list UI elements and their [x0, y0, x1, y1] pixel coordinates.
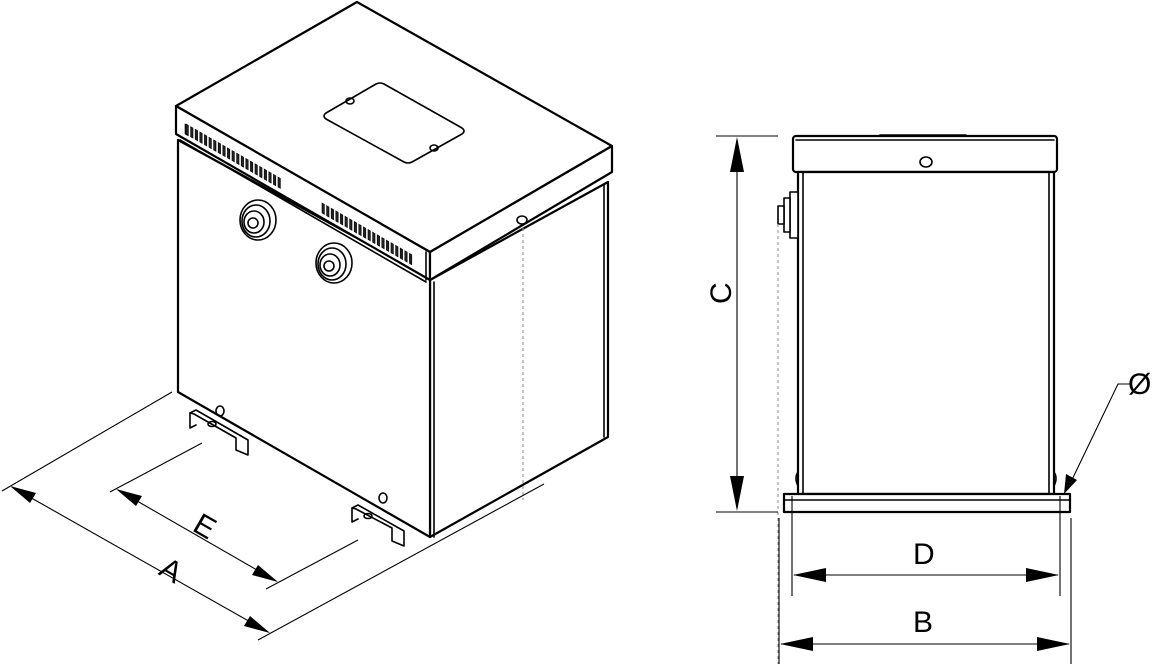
vent-slot [273, 173, 277, 187]
vent-slot [204, 134, 208, 147]
label-diameter: Ø [1128, 368, 1151, 401]
vent-slot [217, 142, 221, 155]
vent-slot [240, 155, 244, 168]
vent-slot [330, 207, 334, 221]
side-body [796, 170, 1056, 496]
vent-slot [263, 168, 267, 181]
cover-screw-icon [429, 144, 439, 152]
vent-slot [222, 144, 226, 158]
label-d: D [913, 538, 935, 571]
vent-slots-left-group [185, 123, 281, 189]
lid-right-skirt [428, 144, 614, 282]
vent-slot [409, 252, 413, 266]
vent-slot [199, 131, 203, 144]
dimension-line-a [11, 486, 269, 633]
arrow-icon [730, 137, 744, 172]
mounting-foot [189, 405, 249, 456]
extension-line [1, 391, 173, 492]
arrow-icon [244, 616, 270, 633]
arrow-icon [793, 568, 826, 582]
vent-slot [367, 228, 371, 242]
extension-line [109, 442, 203, 493]
arrow-icon [1064, 474, 1077, 494]
extension-line [257, 483, 545, 641]
arrow-icon [1037, 637, 1070, 651]
vent-slot [390, 242, 394, 255]
arrow-icon [10, 486, 36, 503]
bushing-icon [315, 242, 353, 284]
vent-slot [227, 147, 231, 160]
vent-slot [259, 165, 263, 179]
vent-slot [340, 213, 344, 226]
arrow-icon [1026, 568, 1059, 582]
leader-line-diameter [1067, 383, 1130, 489]
lid-lower-edge [179, 139, 427, 283]
lid-screw-icon [516, 215, 528, 225]
vent-slot [321, 202, 325, 215]
mounting-foot [351, 492, 405, 547]
vent-slot [363, 226, 367, 239]
vent-slot [349, 218, 353, 231]
vent-slot [194, 128, 198, 142]
base-plate [782, 492, 1072, 514]
vent-slot [213, 139, 217, 152]
vent-slot [376, 234, 380, 247]
dimension-line-e [117, 489, 277, 582]
vent-slot [245, 157, 249, 171]
vent-slot [250, 160, 254, 174]
vent-slot [381, 236, 385, 250]
arrow-icon [116, 489, 142, 506]
vent-slot [358, 223, 362, 237]
vent-slot [277, 176, 281, 189]
vent-slot [399, 247, 403, 260]
vent-slot [190, 126, 194, 139]
extension-line [265, 539, 359, 590]
vent-slot [404, 250, 408, 263]
vent-slot [335, 210, 339, 223]
vent-slot [372, 231, 376, 245]
vent-slot [353, 221, 357, 234]
arrow-icon [252, 565, 278, 582]
vent-slot [326, 205, 330, 218]
label-b: B [913, 606, 933, 639]
vent-slot [236, 152, 240, 166]
side-bushing-icon [777, 191, 799, 239]
vent-slot [386, 239, 390, 253]
vent-slot [268, 171, 272, 184]
arrow-icon [730, 476, 744, 511]
vent-slot [344, 215, 348, 229]
foot-bump [1053, 471, 1057, 487]
access-cover [323, 82, 465, 164]
side-view: C D B Ø [705, 134, 1151, 664]
vent-slot [231, 149, 235, 163]
vent-slot [254, 163, 258, 176]
vent-slot [395, 244, 399, 258]
label-c: C [705, 282, 738, 304]
side-lid-screw-icon [919, 156, 933, 168]
arrow-icon [780, 637, 813, 651]
foot-bump [795, 471, 799, 487]
bushing-icon [239, 199, 277, 241]
vent-slot [208, 136, 212, 150]
cover-screw-icon [345, 97, 355, 105]
isometric-view: A E [1, 0, 614, 641]
vent-slots-right-group [321, 202, 413, 266]
label-e: E [188, 508, 222, 547]
vent-slot [185, 123, 189, 136]
